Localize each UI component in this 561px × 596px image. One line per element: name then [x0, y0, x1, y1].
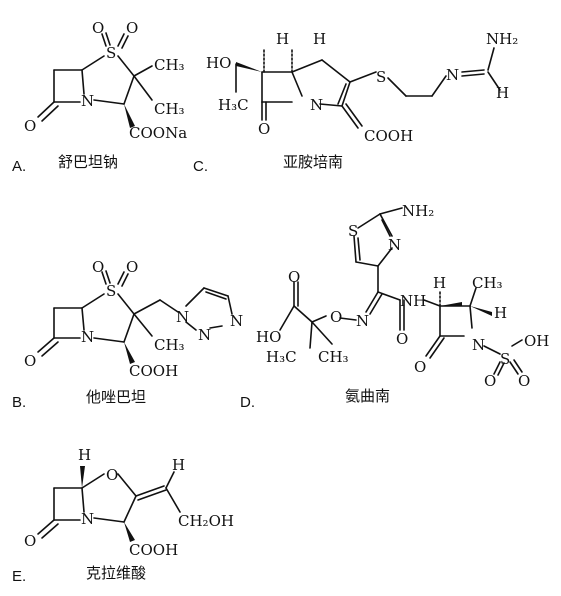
label-b-name: 他唑巴坦 — [86, 388, 146, 406]
e-nitrogen: N — [81, 510, 94, 528]
a-carbonyl-oxygen: O — [24, 117, 36, 135]
b-triazole-n1: N — [176, 308, 189, 326]
label-a-letter: A. — [12, 158, 26, 175]
d-methyl-2: H₃C — [266, 348, 297, 366]
label-a-name: 舒巴坦钠 — [58, 153, 118, 171]
c-hydrogen-2: H — [313, 30, 326, 48]
d-sulfur: S — [500, 350, 510, 368]
structure-e-clavulanic-acid: H O H N O CH₂OH COOH E. 克拉维酸 — [12, 446, 234, 585]
label-b-letter: B. — [12, 394, 26, 411]
b-nitrogen: N — [81, 328, 94, 346]
d-hydroxyl: HO — [256, 328, 281, 346]
structure-a-sulbactam-sodium: O S O CH₃ CH₃ N O COONa A. 舒巴坦钠 — [12, 19, 187, 175]
b-sulfur: S — [106, 282, 116, 300]
label-e-name: 克拉维酸 — [86, 564, 146, 582]
a-oxygen-2: O — [126, 19, 138, 37]
d-lactam-oxygen: O — [414, 358, 426, 376]
e-hydroxymethyl: CH₂OH — [178, 512, 234, 530]
b-carbonyl-oxygen: O — [24, 352, 36, 370]
label-e-letter: E. — [12, 568, 26, 585]
d-thiazole-nitrogen: N — [388, 236, 401, 254]
d-ether-oxygen: O — [330, 308, 342, 326]
label-c-letter: C. — [193, 158, 208, 175]
a-nitrogen: N — [81, 92, 94, 110]
structure-d-aztreonam: S NH₂ N O O N NH H CH₃ H HO H₃C CH₃ O O … — [240, 202, 549, 411]
e-hydrogen-1: H — [78, 446, 91, 464]
e-carboxyl: COOH — [129, 541, 178, 559]
c-nitrogen: N — [310, 96, 323, 114]
b-oxygen-1: O — [92, 258, 104, 276]
d-amide-oxygen: O — [396, 330, 408, 348]
b-carboxyl: COOH — [129, 362, 178, 380]
a-sulfur: S — [106, 44, 116, 62]
d-sulfo-oxygen-2: O — [518, 372, 530, 390]
label-d-letter: D. — [240, 394, 255, 411]
c-methyl: H₃C — [218, 96, 249, 114]
e-hydrogen-2: H — [172, 456, 185, 474]
d-hydrogen-1: H — [433, 274, 446, 292]
label-d-name: 氨曲南 — [345, 387, 390, 405]
c-carboxyl: COOH — [364, 127, 413, 145]
d-amino: NH₂ — [402, 202, 434, 220]
d-lactam-nitrogen: N — [472, 336, 485, 354]
a-methyl-2: CH₃ — [154, 100, 185, 118]
label-c-name: 亚胺培南 — [283, 153, 343, 171]
d-methyl-3: CH₃ — [318, 348, 349, 366]
structure-b-tazobactam: O S O N N N CH₃ N O COOH B. 他唑巴坦 — [12, 258, 243, 411]
b-triazole-n2: N — [230, 312, 243, 330]
b-triazole-n3: N — [198, 326, 211, 344]
d-sulfo-hydroxyl: OH — [524, 332, 549, 350]
d-sulfo-oxygen-1: O — [484, 372, 496, 390]
b-oxygen-2: O — [126, 258, 138, 276]
a-methyl-1: CH₃ — [154, 56, 185, 74]
b-methyl: CH₃ — [154, 336, 185, 354]
structure-c-imipenem: H H NH₂ HO S N H H₃C N O COOH C. 亚胺培南 — [193, 30, 518, 175]
d-thiazole-sulfur: S — [348, 222, 358, 240]
c-hydrogen-1: H — [276, 30, 289, 48]
c-imine-nitrogen: N — [446, 66, 459, 84]
c-hydroxyl: HO — [206, 54, 231, 72]
e-ring-oxygen: O — [106, 466, 118, 484]
a-carboxylate: COONa — [129, 124, 187, 142]
e-carbonyl-oxygen: O — [24, 532, 36, 550]
c-amino: NH₂ — [486, 30, 518, 48]
a-oxygen-1: O — [92, 19, 104, 37]
c-carbonyl-oxygen: O — [258, 120, 270, 138]
c-sulfur: S — [376, 68, 386, 86]
c-hydrogen-3: H — [496, 84, 509, 102]
d-oxime-nitrogen: N — [356, 312, 369, 330]
d-carbonyl-oxygen-1: O — [288, 268, 300, 286]
d-methyl: CH₃ — [472, 274, 503, 292]
d-hydrogen-2: H — [494, 304, 507, 322]
d-amide-nh: NH — [400, 292, 426, 310]
